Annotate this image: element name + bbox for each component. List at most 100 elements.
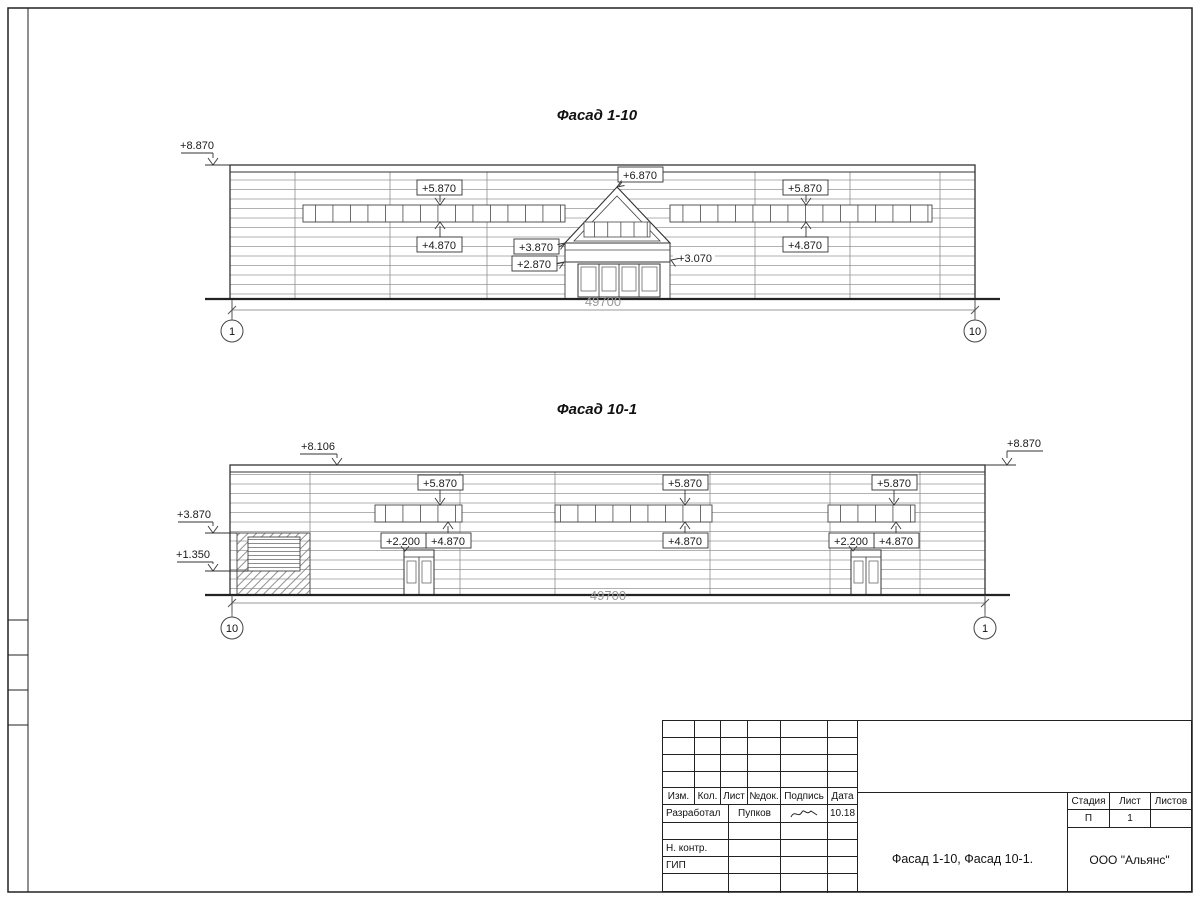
mark-window1-top: +5.870 [423, 478, 457, 490]
tb-header-list: Лист [721, 788, 748, 805]
mark-louver-bottom: +1.350 [176, 549, 210, 561]
tb-cell [721, 738, 748, 755]
facade2-total-dimension: 49700 [590, 588, 626, 603]
tb-cell [695, 738, 721, 755]
tb-sheets-header: Листов [1151, 793, 1191, 810]
document-designation-cell [858, 721, 1191, 793]
tb-header-ndok: №док. [748, 788, 781, 805]
mark-door1-top: +2.200 [386, 536, 420, 548]
tb-date-developed: 10.18 [828, 805, 857, 823]
signature-table: Разработал Пупков 10.18 Н. контр. ГИП [663, 805, 857, 893]
tb-cell [781, 721, 828, 738]
facade1-entrance [563, 186, 672, 300]
mark-window2-sill: +4.870 [668, 536, 702, 548]
tb-cell [828, 738, 857, 755]
axis-bubble-1 [220, 319, 244, 343]
tb-cell [721, 755, 748, 772]
tb-cell [781, 755, 828, 772]
title-block-left-section: Изм. Кол. Лист №док. Подпись Дата Разраб… [663, 721, 858, 893]
axis-bubble-1-b [973, 616, 997, 640]
facade1-window-ribbon-right [669, 204, 933, 223]
tb-stage-value: П [1068, 810, 1110, 828]
facade-10-1-drawing: Фасад 10-1 [176, 401, 1043, 640]
tb-cell [828, 772, 857, 788]
document-title-cell: Фасад 1-10, Фасад 10-1. [858, 793, 1068, 891]
tb-cell [729, 857, 781, 874]
facade1-axis-left-label: 1 [229, 326, 235, 338]
mark-canopy-right: +3.070 [678, 253, 712, 265]
tb-cell [781, 857, 828, 874]
tb-cell [748, 738, 781, 755]
title-block: Изм. Кол. Лист №док. Подпись Дата Разраб… [662, 720, 1192, 893]
mark-window2-top: +5.870 [668, 478, 702, 490]
facade2-title: Фасад 10-1 [557, 401, 637, 418]
tb-cell [781, 738, 828, 755]
tb-header-data: Дата [828, 788, 857, 805]
tb-role-gip: ГИП [663, 857, 729, 874]
mark-window3-sill: +4.870 [879, 536, 913, 548]
facade1-axis-right-label: 10 [969, 326, 981, 338]
mark-parapet-right-2: +8.870 [1007, 438, 1041, 450]
tb-cell [721, 772, 748, 788]
tb-cell [748, 721, 781, 738]
mark-parapet-left-2: +8.106 [301, 441, 335, 453]
facade2-axes [220, 595, 997, 640]
facade2-door-1 [403, 549, 435, 596]
tb-cell [695, 772, 721, 788]
mark-window-left-top: +5.870 [422, 183, 456, 195]
tb-header-izm: Изм. [663, 788, 695, 805]
facade2-window-group-1 [374, 504, 463, 523]
tb-cell [828, 823, 857, 840]
tb-cell [828, 840, 857, 857]
facade2-louver-grille [247, 536, 301, 572]
facade1-axes [220, 300, 987, 343]
mark-louver-top: +3.870 [177, 509, 211, 521]
tb-cell [729, 840, 781, 857]
tb-cell [695, 721, 721, 738]
tb-cell [663, 772, 695, 788]
facade-1-10-drawing: Фасад 1-10 [180, 107, 1000, 343]
tb-cell [748, 755, 781, 772]
facade2-axis-right-label: 1 [982, 623, 988, 635]
facade2-elevation-marks [177, 450, 1043, 572]
facade2-door-2 [850, 549, 882, 596]
facade1-total-dimension: 49700 [585, 294, 621, 309]
mark-window-right-sill: +4.870 [788, 240, 822, 252]
tb-header-kol: Кол. [695, 788, 721, 805]
mark-parapet-left: +8.870 [180, 140, 214, 152]
tb-cell [828, 755, 857, 772]
tb-cell [748, 772, 781, 788]
sheet-frame [7, 7, 1193, 893]
tb-cell [695, 755, 721, 772]
axis-bubble-10-b [220, 616, 244, 640]
mark-canopy-bottom: +2.870 [517, 259, 551, 271]
tb-cell [663, 874, 729, 893]
tb-name-developed: Пупков [729, 805, 781, 823]
signature-mark [790, 809, 818, 817]
revision-table: Изм. Кол. Лист №док. Подпись Дата [663, 721, 857, 805]
tb-header-podpis: Подпись [781, 788, 828, 805]
facade1-bay-lines [294, 172, 941, 299]
facade1-title: Фасад 1-10 [557, 107, 638, 124]
tb-cell [729, 823, 781, 840]
mark-window-right-top: +5.870 [788, 183, 822, 195]
mark-ridge: +6.870 [623, 170, 657, 182]
facade2-window-group-2 [554, 504, 713, 523]
tb-cell [663, 738, 695, 755]
tb-role-ncontr: Н. контр. [663, 840, 729, 857]
tb-cell [663, 755, 695, 772]
facade2-window-group-3 [827, 504, 916, 523]
tb-cell [781, 874, 828, 893]
mark-door2-top: +2.200 [834, 536, 868, 548]
tb-cell [828, 721, 857, 738]
facade1-elevation-marks [181, 152, 829, 272]
tb-cell [781, 840, 828, 857]
tb-cell [828, 874, 857, 893]
entrance-canopy-fascia [564, 242, 671, 263]
mark-window1-sill: +4.870 [431, 536, 465, 548]
tb-cell [781, 823, 828, 840]
tb-sheets-value [1151, 810, 1191, 828]
tb-cell [721, 721, 748, 738]
tb-cell [663, 721, 695, 738]
